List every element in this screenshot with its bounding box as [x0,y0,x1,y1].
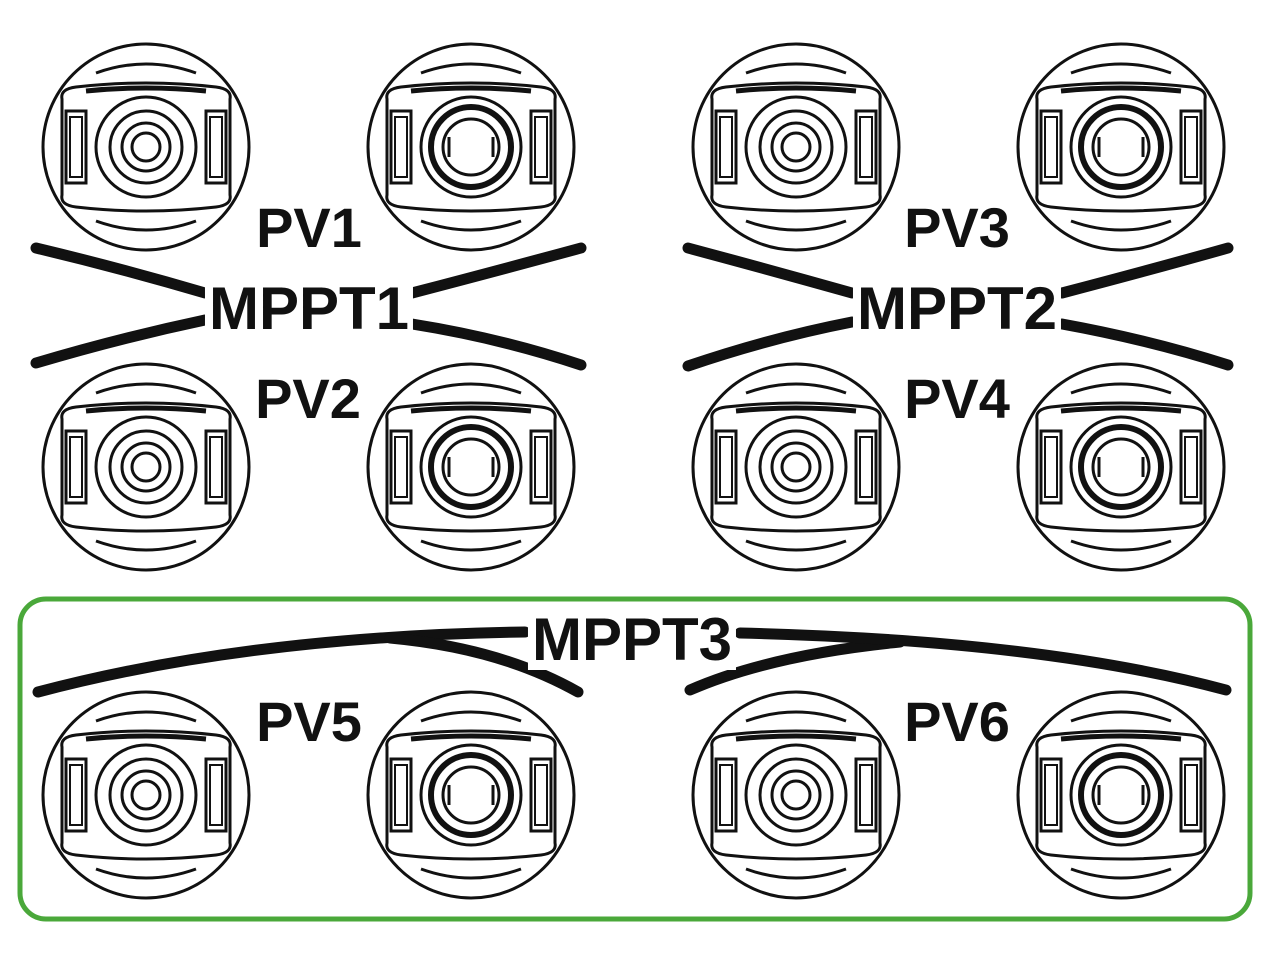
pv3-female-connector-icon [693,44,899,250]
mppt3-wire-inner-right [684,636,906,696]
pv1-label: PV1 [256,196,362,259]
pv5-male-connector-icon [368,692,574,898]
mppt1-wire-lower-left [30,314,211,369]
mppt2-wire-upper-right [1056,242,1234,299]
pv1-male-connector-icon [368,44,574,250]
pv4-female-connector-icon [693,364,899,570]
mppt1-wire-lower-right [406,318,587,371]
mppt3-label: MPPT3 [527,610,737,670]
mppt2-wire-lower-left [682,316,858,372]
pv5-female-connector-icon [43,692,249,898]
mppt1-wire-upper-left [30,242,211,299]
pv4-label: PV4 [904,367,1010,430]
mppt2-group [682,44,1234,570]
mppt3-wire-inner-left [384,632,584,698]
pv2-label: PV2 [255,367,361,430]
pv6-female-connector-icon [693,692,899,898]
pv2-female-connector-icon [43,364,249,570]
mppt1-wire-upper-right [406,242,587,299]
pv3-label: PV3 [904,196,1010,259]
pv4-male-connector-icon [1018,364,1224,570]
mppt3-wire-far-right [734,627,1232,696]
pv3-male-connector-icon [1018,44,1224,250]
pv5-label: PV5 [256,690,362,753]
mppt3-wire-far-left [32,626,531,698]
mppt1-label: MPPT1 [204,279,414,339]
pv2-male-connector-icon [368,364,574,570]
mppt1-group [30,44,587,570]
mppt2-wire-lower-right [1056,318,1234,371]
pv6-male-connector-icon [1018,692,1224,898]
pv1-female-connector-icon [43,44,249,250]
mppt3-group [32,626,1232,898]
mppt3-group-frame [17,596,1253,922]
pv6-label: PV6 [904,690,1010,753]
mppt2-label: MPPT2 [852,279,1062,339]
mppt2-wire-upper-left [682,242,858,299]
